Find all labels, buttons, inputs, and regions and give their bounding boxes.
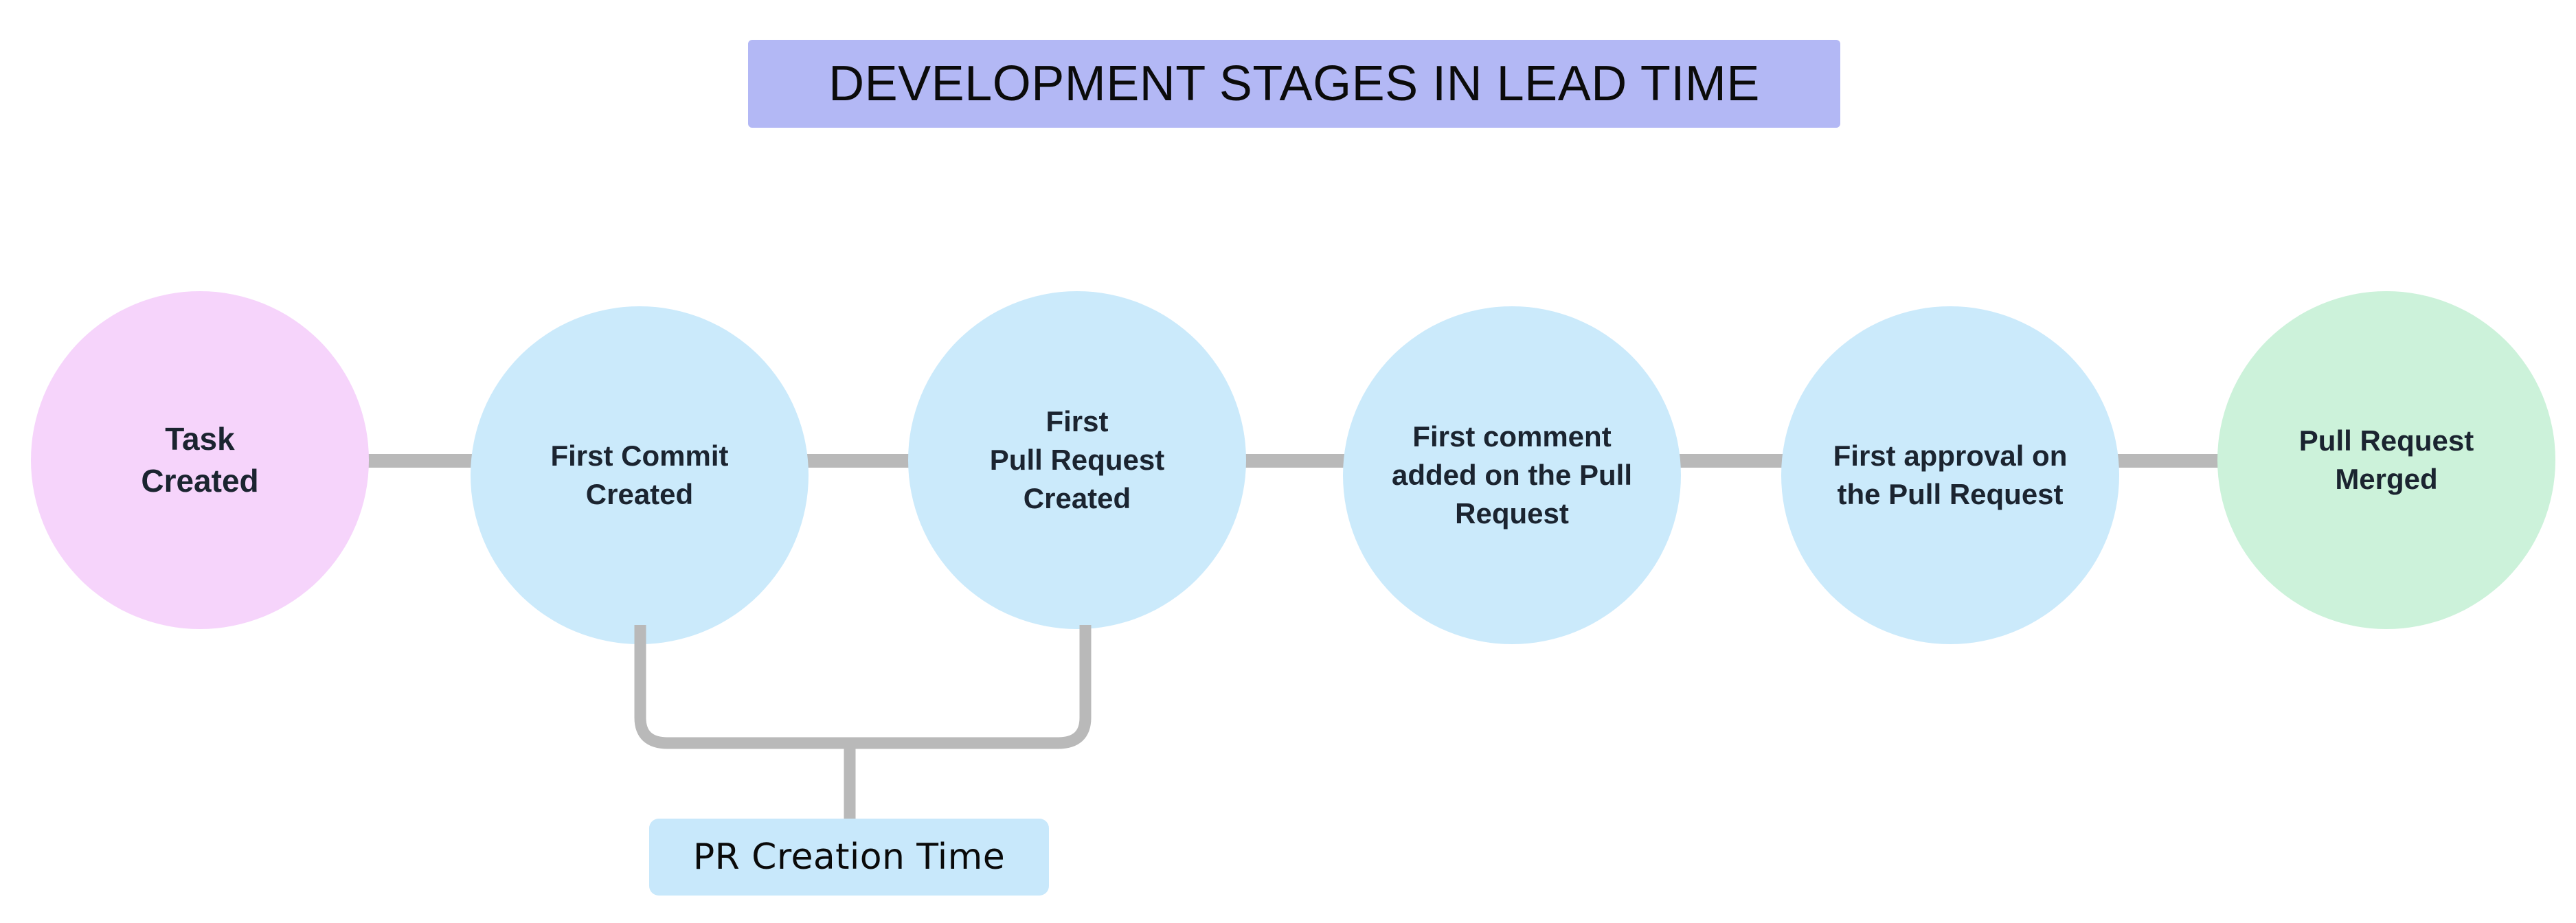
page-title: DEVELOPMENT STAGES IN LEAD TIME — [828, 56, 1760, 111]
node-label: First approval on the Pull Request — [1833, 440, 2068, 510]
node-label: First Pull Request Created — [989, 405, 1165, 514]
node-first-approval-on-pr[interactable]: First approval on the Pull Request — [1781, 306, 2119, 644]
pr-creation-time-label: PR Creation Time — [692, 836, 1006, 878]
connector-rail-3 — [1233, 454, 1357, 468]
node-first-comment-on-pr[interactable]: First comment added on the Pull Request — [1343, 306, 1681, 644]
connector-rail-4 — [1669, 454, 1793, 468]
connector-rail-5 — [2105, 454, 2229, 468]
node-first-commit-created[interactable]: First Commit Created — [471, 306, 809, 644]
connector-rail-1 — [357, 454, 484, 468]
diagram-title-box: DEVELOPMENT STAGES IN LEAD TIME — [748, 40, 1840, 128]
node-label: Pull Request Merged — [2298, 424, 2474, 495]
connector-rail-2 — [797, 454, 920, 468]
bracket-u-path — [634, 625, 1092, 749]
node-label: Task Created — [141, 420, 259, 499]
node-task-created[interactable]: Task Created — [31, 291, 369, 629]
pr-creation-time-label-box[interactable]: PR Creation Time — [649, 819, 1049, 896]
node-first-pull-request-created[interactable]: First Pull Request Created — [908, 291, 1246, 629]
node-pull-request-merged[interactable]: Pull Request Merged — [2217, 291, 2555, 629]
node-label: First Commit Created — [550, 440, 729, 510]
node-label: First comment added on the Pull Request — [1391, 420, 1632, 529]
